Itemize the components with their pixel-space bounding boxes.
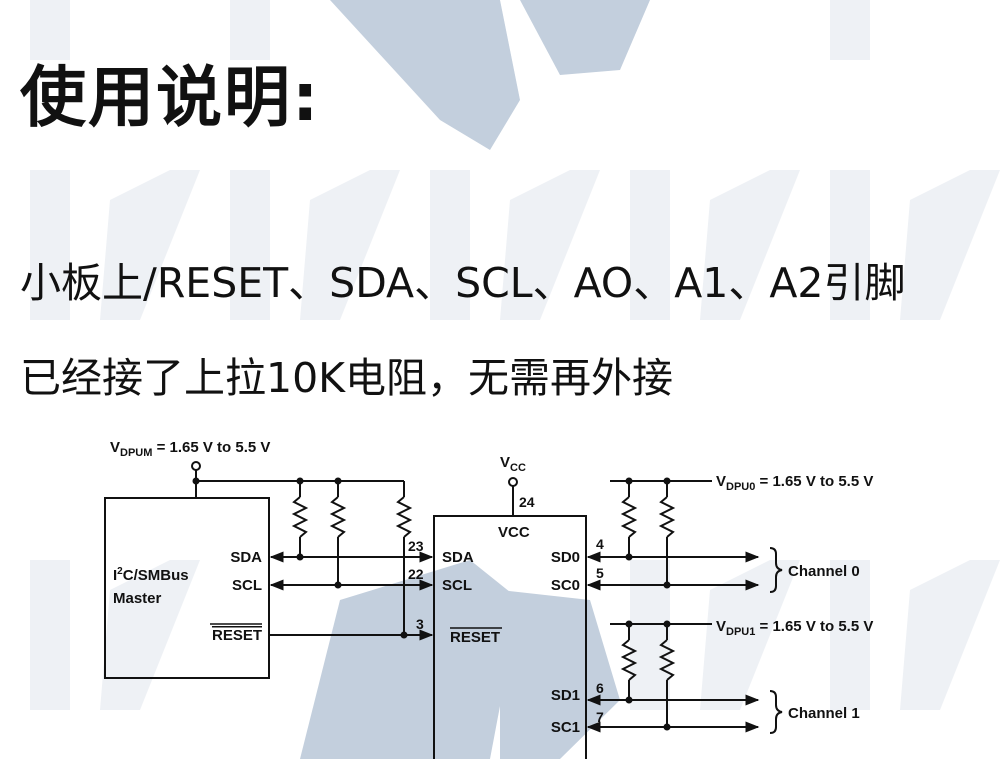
- junction-dot: [296, 477, 304, 485]
- pin-number-sda: 23: [408, 538, 424, 554]
- pullup-resistor-scl: [329, 496, 347, 538]
- master-name: I2C/SMBus: [113, 566, 189, 584]
- junction-dot: [625, 620, 633, 628]
- vdpu1-label: VDPU1 = 1.65 V to 5.5 V: [716, 618, 873, 638]
- junction-dot: [663, 581, 671, 589]
- vdpum-terminal: [191, 461, 201, 471]
- vcc-supply-label: VCC: [500, 454, 526, 474]
- junction-dot: [663, 723, 671, 731]
- chip-pin-sd0: SD0: [551, 549, 580, 566]
- channel-0-label: Channel 0: [788, 563, 860, 580]
- pin-number-sd1: 6: [596, 680, 604, 696]
- pullup-resistor-sc0: [658, 496, 676, 538]
- page-title: 使用说明:: [20, 59, 321, 136]
- vdpum-label: VDPUM = 1.65 V to 5.5 V: [110, 439, 270, 459]
- junction-dot: [400, 631, 408, 639]
- junction-dot: [334, 581, 342, 589]
- master-box: [104, 497, 270, 679]
- pin-number-sc0: 5: [596, 565, 604, 581]
- pullup-resistor-sd1: [620, 639, 638, 681]
- junction-dot: [625, 696, 633, 704]
- junction-dot: [192, 477, 200, 485]
- channel-1-label: Channel 1: [788, 705, 860, 722]
- chip-pin-sd1: SD1: [551, 687, 580, 704]
- chip-pin-sc1: SC1: [551, 719, 580, 736]
- channel-1-brace: [769, 690, 783, 734]
- master-name-line2: Master: [113, 590, 162, 607]
- master-pin-reset: RESET: [212, 627, 262, 644]
- master-pin-scl: SCL: [232, 577, 262, 594]
- junction-dot: [663, 620, 671, 628]
- master-pin-sda: SDA: [230, 549, 262, 566]
- pin-number-vcc: 24: [519, 494, 535, 510]
- chip-pin-sda: SDA: [442, 549, 474, 566]
- chip-pin-reset: RESET: [450, 629, 500, 646]
- vcc-terminal: [508, 477, 518, 487]
- description-line-2: 已经接了上拉10K电阻，无需再外接: [20, 354, 674, 402]
- chip-pin-sc0: SC0: [551, 577, 580, 594]
- pin-number-sd0: 4: [596, 536, 604, 552]
- pin-number-sc1: 7: [596, 709, 604, 725]
- pullup-resistor-sd0: [620, 496, 638, 538]
- channel-0-brace: [769, 547, 783, 593]
- vdpu0-label: VDPU0 = 1.65 V to 5.5 V: [716, 473, 873, 493]
- pin-number-reset: 3: [416, 616, 424, 632]
- junction-dot: [663, 477, 671, 485]
- pullup-resistor-reset: [395, 496, 413, 538]
- pin-number-scl: 22: [408, 566, 424, 582]
- pullup-resistor-sda: [291, 496, 309, 538]
- junction-dot: [625, 477, 633, 485]
- chip-vcc-label: VCC: [498, 524, 530, 541]
- pullup-resistor-sc1: [658, 639, 676, 681]
- junction-dot: [625, 553, 633, 561]
- junction-dot: [334, 477, 342, 485]
- description-line-1: 小板上/RESET、SDA、SCL、AO、A1、A2引脚: [20, 259, 906, 307]
- switch-chip-box: [433, 515, 587, 759]
- junction-dot: [296, 553, 304, 561]
- chip-pin-scl: SCL: [442, 577, 472, 594]
